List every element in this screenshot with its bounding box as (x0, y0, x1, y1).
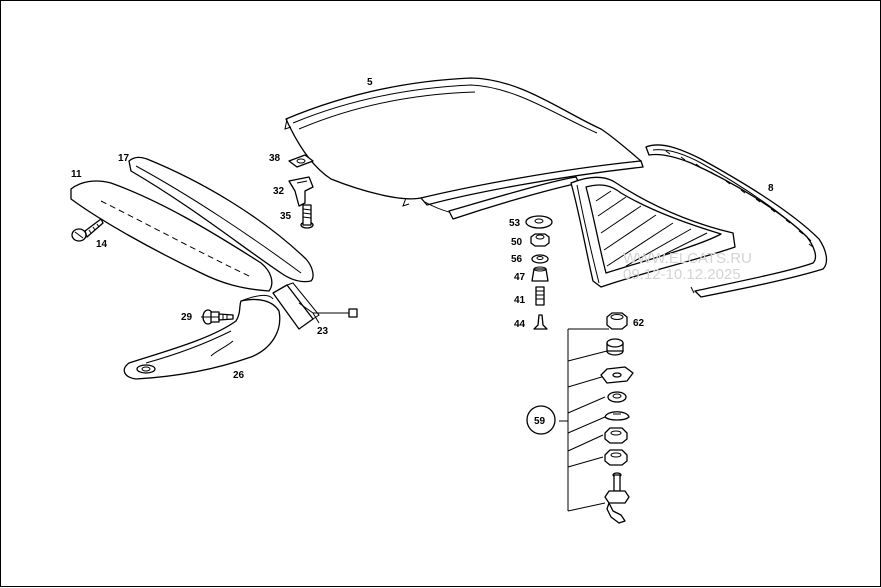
front-trim-strip[interactable] (70, 180, 273, 292)
label-8[interactable]: 8 (768, 183, 774, 194)
label-35[interactable]: 35 (280, 211, 292, 222)
label-38[interactable]: 38 (269, 153, 281, 164)
group-plate[interactable] (600, 366, 634, 384)
label-56[interactable]: 56 (511, 254, 523, 265)
seal-slots (665, 150, 814, 248)
bolt-62[interactable] (606, 312, 628, 330)
group-59-bracket (559, 328, 609, 512)
washer-53[interactable] (525, 215, 553, 229)
glass-hatching (595, 190, 708, 267)
group-washer[interactable] (607, 391, 627, 403)
corner-trim[interactable] (123, 294, 281, 380)
label-47[interactable]: 47 (514, 272, 526, 283)
bushing-47[interactable] (531, 266, 549, 282)
nut-50[interactable] (530, 233, 550, 247)
label-17[interactable]: 17 (118, 153, 130, 164)
label-5[interactable]: 5 (367, 77, 373, 88)
watermark-line-1: WWW.ELCATS.RU (623, 250, 752, 267)
window-seal[interactable] (645, 144, 828, 298)
watermark: WWW.ELCATS.RU 09.12-10.12.2025 (623, 250, 752, 283)
watermark-line-2: 09.12-10.12.2025 (623, 266, 741, 283)
washer-56[interactable] (531, 254, 549, 264)
label-44[interactable]: 44 (514, 319, 526, 330)
part-labels: 5 8 11 14 17 23 26 29 32 35 38 41 44 47 … (71, 77, 774, 427)
pin-44[interactable] (533, 314, 548, 330)
label-23[interactable]: 23 (317, 326, 329, 337)
leader-lines (201, 302, 349, 324)
label-50[interactable]: 50 (511, 237, 523, 248)
label-29[interactable]: 29 (181, 312, 193, 323)
label-11[interactable]: 11 (71, 169, 82, 180)
group-nut-1[interactable] (604, 427, 628, 444)
clip[interactable] (288, 176, 314, 207)
bolt[interactable] (300, 204, 314, 229)
screw[interactable] (71, 218, 104, 242)
label-59[interactable]: 59 (534, 416, 546, 427)
seal-block[interactable] (272, 282, 320, 330)
label-26[interactable]: 26 (233, 370, 245, 381)
label-62[interactable]: 62 (633, 318, 645, 329)
group-spring-washer[interactable] (604, 411, 630, 421)
group-fastener[interactable] (604, 472, 630, 524)
callout-circle-59 (526, 405, 556, 435)
label-41[interactable]: 41 (514, 295, 526, 306)
label-14[interactable]: 14 (96, 239, 108, 250)
label-53[interactable]: 53 (509, 218, 521, 229)
leader-end-box (348, 308, 358, 318)
stud-41[interactable] (535, 286, 545, 306)
group-nut-2[interactable] (604, 449, 628, 466)
roof-panel[interactable] (284, 77, 644, 220)
side-window[interactable] (570, 176, 736, 288)
label-32[interactable]: 32 (273, 186, 285, 197)
group-bushing[interactable] (606, 338, 624, 356)
trim-strip[interactable] (128, 156, 314, 283)
clip-plate[interactable] (288, 154, 314, 168)
